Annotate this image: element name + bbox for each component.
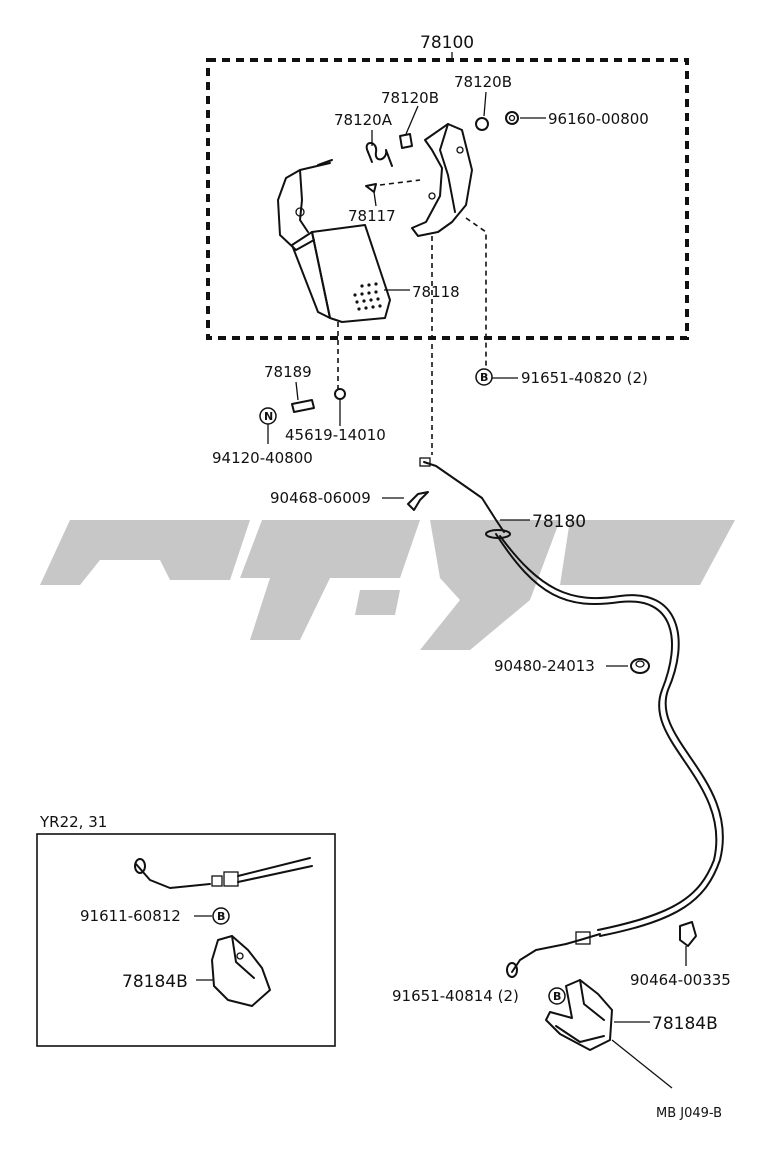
- leader-78120B-a: [405, 105, 419, 135]
- pedal-bracket: [411, 123, 473, 237]
- inset-cable: [134, 857, 313, 889]
- leader-bracket-ground: [611, 1039, 673, 1089]
- label-91651-40820: 91651-40820 (2): [521, 369, 648, 387]
- label-94120: 94120-40800: [212, 449, 313, 467]
- label-78184B: 78184B: [652, 1014, 718, 1034]
- label-78189: 78189: [264, 363, 312, 381]
- label-78180: 78180: [532, 512, 586, 532]
- label-90480: 90480-24013: [494, 657, 595, 675]
- svg-text:B: B: [217, 910, 225, 923]
- clip-78117: [365, 183, 377, 193]
- svg-text:B: B: [553, 990, 561, 1003]
- dash-clip: [379, 179, 421, 186]
- cable-bracket-78184B: [545, 979, 613, 1051]
- leader-78120B-b: [483, 91, 487, 117]
- grommet-90480: [630, 658, 650, 674]
- assembly-frame: [206, 58, 689, 340]
- clip-90464: [679, 921, 697, 947]
- svg-text:N: N: [264, 410, 273, 423]
- pedal-lever: [277, 159, 333, 251]
- dash-bolt: [465, 217, 487, 368]
- diagram-code: MB J049-B: [656, 1106, 722, 1121]
- accelerator-cable: [419, 457, 724, 978]
- label-inset-78184B: 78184B: [122, 972, 188, 992]
- inset-frame: [36, 833, 336, 1047]
- label-78120B-a: 78120B: [381, 89, 439, 107]
- bushing-right: [475, 117, 489, 131]
- badge-B-91651-40814: B: [548, 987, 566, 1005]
- inset-badge-B: B: [212, 907, 230, 925]
- label-78117: 78117: [348, 207, 396, 225]
- leader-78189: [295, 381, 299, 401]
- stopper-bolt: [291, 388, 346, 413]
- label-78118: 78118: [412, 283, 460, 301]
- assembly-label: 78100: [420, 33, 474, 53]
- svg-text:B: B: [480, 371, 488, 384]
- label-96160: 96160-00800: [548, 110, 649, 128]
- watermark-logo: [40, 520, 735, 650]
- badge-N: N: [259, 407, 277, 425]
- inset-title: YR22, 31: [39, 813, 107, 831]
- label-78120A: 78120A: [334, 111, 393, 129]
- return-spring: [365, 142, 393, 167]
- label-90464: 90464-00335: [630, 971, 731, 989]
- clip-90468: [407, 491, 429, 511]
- bushing-left: [399, 133, 413, 149]
- label-78120B-b: 78120B: [454, 73, 512, 91]
- pedal-pad: [291, 224, 391, 323]
- badge-B-bolt: B: [475, 368, 493, 386]
- label-91651-40814: 91651-40814 (2): [392, 987, 519, 1005]
- label-90468: 90468-06009: [270, 489, 371, 507]
- label-inset-91611: 91611-60812: [80, 907, 181, 925]
- leader-78117: [373, 191, 377, 207]
- label-45619: 45619-14010: [285, 426, 386, 444]
- inset-bracket-78184B: [211, 935, 271, 1007]
- nut: [505, 111, 519, 125]
